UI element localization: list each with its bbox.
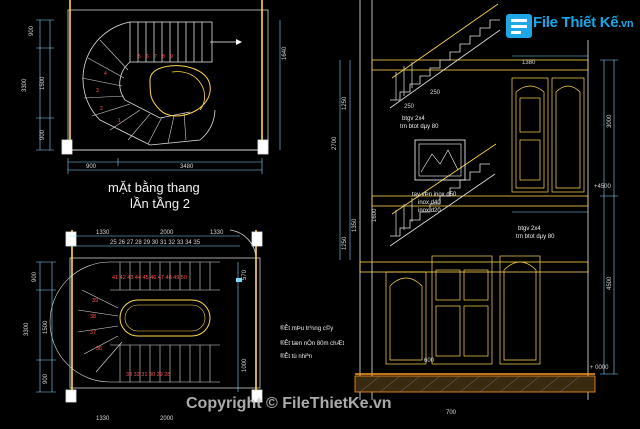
legend-item-1: ®Êt tæn nÒn 80m chÆt: [280, 339, 344, 347]
plan-bottom-bottom-dim-1: 2000: [160, 416, 174, 422]
section-dim-label-0: 250: [404, 104, 415, 110]
brand-name: File Thiết Kế.vn: [533, 14, 634, 31]
section-drawing: [339, 0, 618, 400]
plan-top-dim-bottom-b: 3480: [180, 164, 194, 170]
plan-bottom-dim-right-0: 570: [242, 269, 248, 280]
plan-top-dim-bottom-a: 900: [86, 164, 97, 170]
section-level-1: + 0000: [590, 365, 609, 371]
legend-item-0: ®Êt mÞu tr¾ng c©y: [280, 324, 333, 332]
svg-text:7: 7: [154, 54, 157, 60]
section-note-mid-2: inox d20: [418, 208, 441, 214]
plan-bottom: [36, 229, 263, 403]
plan-top-dim-left-0: 900: [29, 25, 35, 36]
section-labels: 1380 3000 4500 +4500 + 0000 btgv 2x4 trn…: [332, 60, 613, 416]
plan-top-dimensions: 900 3300 1500 900 900 3480 1640: [22, 25, 288, 170]
svg-text:9: 9: [170, 54, 173, 60]
svg-text:3: 3: [96, 88, 99, 94]
plan-bottom-dim-left-3: 900: [43, 373, 49, 384]
plan-bottom-step-numbers-mid: 41 42 43 44 45 46 47 48 49 50: [112, 275, 187, 281]
plan-bottom-top-dim-1: 2000: [160, 230, 174, 236]
section-dim-label-5: 1350: [352, 218, 358, 232]
plan-bottom-dim-left-0: 900: [32, 271, 38, 282]
section-right-dim-2: 4500: [607, 276, 613, 290]
plan-bottom-dim-left-1: 3300: [24, 322, 30, 336]
section-dim-label-6: 1600: [372, 208, 378, 222]
plan-top-dim-left-2: 1500: [40, 76, 46, 90]
section-note-mid-0: tay vÞn inox d50: [412, 192, 457, 198]
plan-bottom-step-numbers-left-1: 38: [90, 314, 96, 320]
svg-text:8: 8: [162, 54, 165, 60]
plan-title-line1: mẶt bằng thang: [108, 180, 200, 195]
section-note-right-1: trn btot dµy 80: [516, 234, 555, 240]
section-dim-label-3: 2700: [332, 136, 338, 150]
plan-bottom-dim-right-1: 1000: [242, 358, 248, 372]
svg-text:2: 2: [100, 106, 103, 112]
section-note-top-0: btgv 2x4: [402, 116, 425, 122]
plan-bottom-top-dim-2: 1330: [210, 230, 224, 236]
plan-top-dim-left-1: 3300: [22, 78, 28, 92]
svg-text:1: 1: [118, 118, 121, 124]
plan-bottom-bottom-dim-0: 1330: [96, 416, 110, 422]
svg-text:4: 4: [104, 71, 107, 77]
section-note-mid-1: inox d40: [418, 200, 441, 206]
plan-top-dim-left-3: 900: [40, 129, 46, 140]
svg-text:6: 6: [146, 54, 149, 60]
section-level-0: +4500: [594, 184, 612, 190]
plan-bottom-step-numbers-top: 25 26 27 28 29 30 31 32 33 34 35: [110, 240, 201, 246]
legend-item-2: ®Êt tù nhiªn: [280, 352, 312, 360]
plan-bottom-dim-left-2: 1500: [43, 320, 49, 334]
section-right-dim-1: 3000: [607, 114, 613, 128]
plan-title-line2: lẦn tẦng 2: [130, 196, 190, 211]
legend: ®Êt mÞu tr¾ng c©y ®Êt tæn nÒn 80m chÆt ®…: [280, 324, 344, 360]
plan-bottom-step-numbers-left-3: 36: [96, 346, 102, 352]
section-note-top-1: trn btot dµy 80: [400, 124, 439, 130]
section-dim-label-7: 600: [424, 358, 435, 364]
plan-bottom-step-numbers-left-0: 39: [92, 298, 98, 304]
plan-bottom-step-numbers-bottom: 33 32 31 30 29 28: [126, 372, 170, 378]
plan-bottom-top-dim-0: 1330: [96, 230, 110, 236]
section-dim-label-4: 1250: [342, 236, 348, 250]
section-dim-label-1: 250: [430, 90, 441, 96]
section-dim-label-8: 700: [446, 410, 457, 416]
brand-logo: [506, 14, 532, 38]
section-note-right-0: btgv 2x4: [518, 226, 541, 232]
section-right-dim-0: 1380: [522, 60, 536, 66]
copyright-watermark: Copyright © FileThietKe.vn: [186, 395, 392, 412]
plan-top-dim-right: 1640: [282, 46, 288, 60]
plan-bottom-labels: 1330 2000 1330 25 26 27 28 29 30 31 32 3…: [24, 230, 248, 422]
plan-bottom-step-numbers-left-2: 37: [90, 330, 96, 336]
section-dim-label-2: 1250: [342, 96, 348, 110]
svg-text:5: 5: [138, 54, 141, 60]
